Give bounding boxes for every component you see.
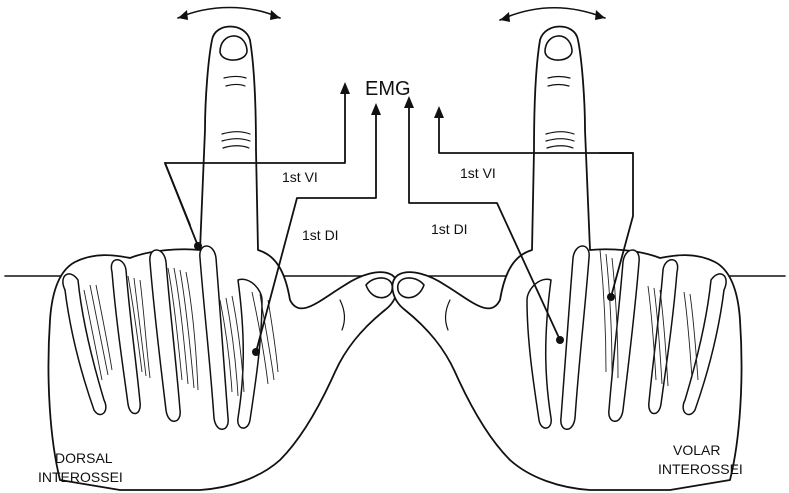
right-movement-arrow — [500, 8, 605, 22]
right-hand-volar — [392, 27, 741, 491]
left-di-arrowhead — [371, 103, 381, 115]
left-vi-label: 1st VI — [282, 169, 318, 185]
left-di-label: 1st DI — [302, 227, 339, 243]
dorsal-interossei-label: INTEROSSEI — [38, 469, 123, 485]
right-vi-label: 1st VI — [460, 165, 496, 181]
dorsal-label: DORSAL — [55, 450, 113, 466]
volar-label: VOLAR — [673, 442, 720, 458]
volar-interossei-label: INTEROSSEI — [658, 461, 743, 477]
left-vi-arrowhead — [340, 82, 350, 94]
emg-label: EMG — [365, 78, 411, 100]
left-movement-arrow — [178, 8, 280, 21]
right-vi-arrowhead — [434, 106, 444, 118]
right-di-label: 1st DI — [431, 221, 468, 237]
